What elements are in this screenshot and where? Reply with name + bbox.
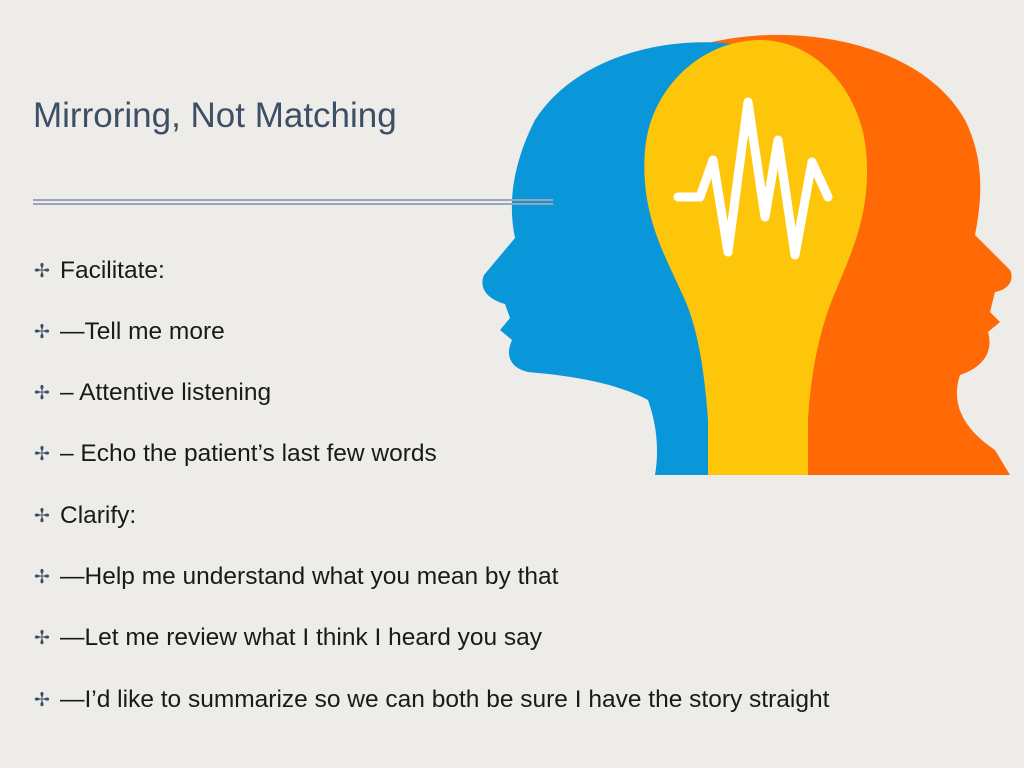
slide-title: Mirroring, Not Matching <box>33 96 397 135</box>
bullet-text: —Help me understand what you mean by tha… <box>60 563 559 590</box>
bullet-star-icon: ✢ <box>34 505 50 527</box>
bullet-star-icon: ✢ <box>34 260 50 282</box>
bullet-item: ✢ —Let me review what I think I heard yo… <box>30 618 542 658</box>
bullet-text: —Tell me more <box>60 318 225 345</box>
lightbulb-shape <box>644 40 868 475</box>
bullet-star-icon: ✢ <box>34 443 50 465</box>
heartbeat-icon <box>673 97 833 260</box>
bullet-star-icon: ✢ <box>34 321 50 343</box>
bullet-text: —I’d like to summarize so we can both be… <box>60 686 830 713</box>
bullet-item: ✢ – Echo the patient’s last few words <box>30 434 437 474</box>
bullet-item: ✢ Clarify: <box>30 496 136 536</box>
title-divider-line-bottom <box>33 203 553 205</box>
bullet-item: ✢ —Tell me more <box>30 312 225 352</box>
two-heads-lightbulb-illustration <box>482 34 1012 476</box>
bullet-text: – Echo the patient’s last few words <box>60 440 437 467</box>
bullet-star-icon: ✢ <box>34 689 50 711</box>
title-divider-line-top <box>33 199 553 201</box>
bullet-item: ✢ – Attentive listening <box>30 373 271 413</box>
bullet-star-icon: ✢ <box>34 382 50 404</box>
bullet-text: Clarify: <box>60 502 137 529</box>
bullet-text: —Let me review what I think I heard you … <box>60 624 543 651</box>
bullet-item: ✢ —Help me understand what you mean by t… <box>30 557 558 597</box>
bullet-text: Facilitate: <box>60 257 165 284</box>
title-divider <box>33 199 553 207</box>
bullet-star-icon: ✢ <box>34 566 50 588</box>
bullet-star-icon: ✢ <box>34 627 50 649</box>
bullet-item: ✢ —I’d like to summarize so we can both … <box>30 680 829 720</box>
bullet-text: – Attentive listening <box>60 379 272 406</box>
bullet-item: ✢ Facilitate: <box>30 251 165 291</box>
